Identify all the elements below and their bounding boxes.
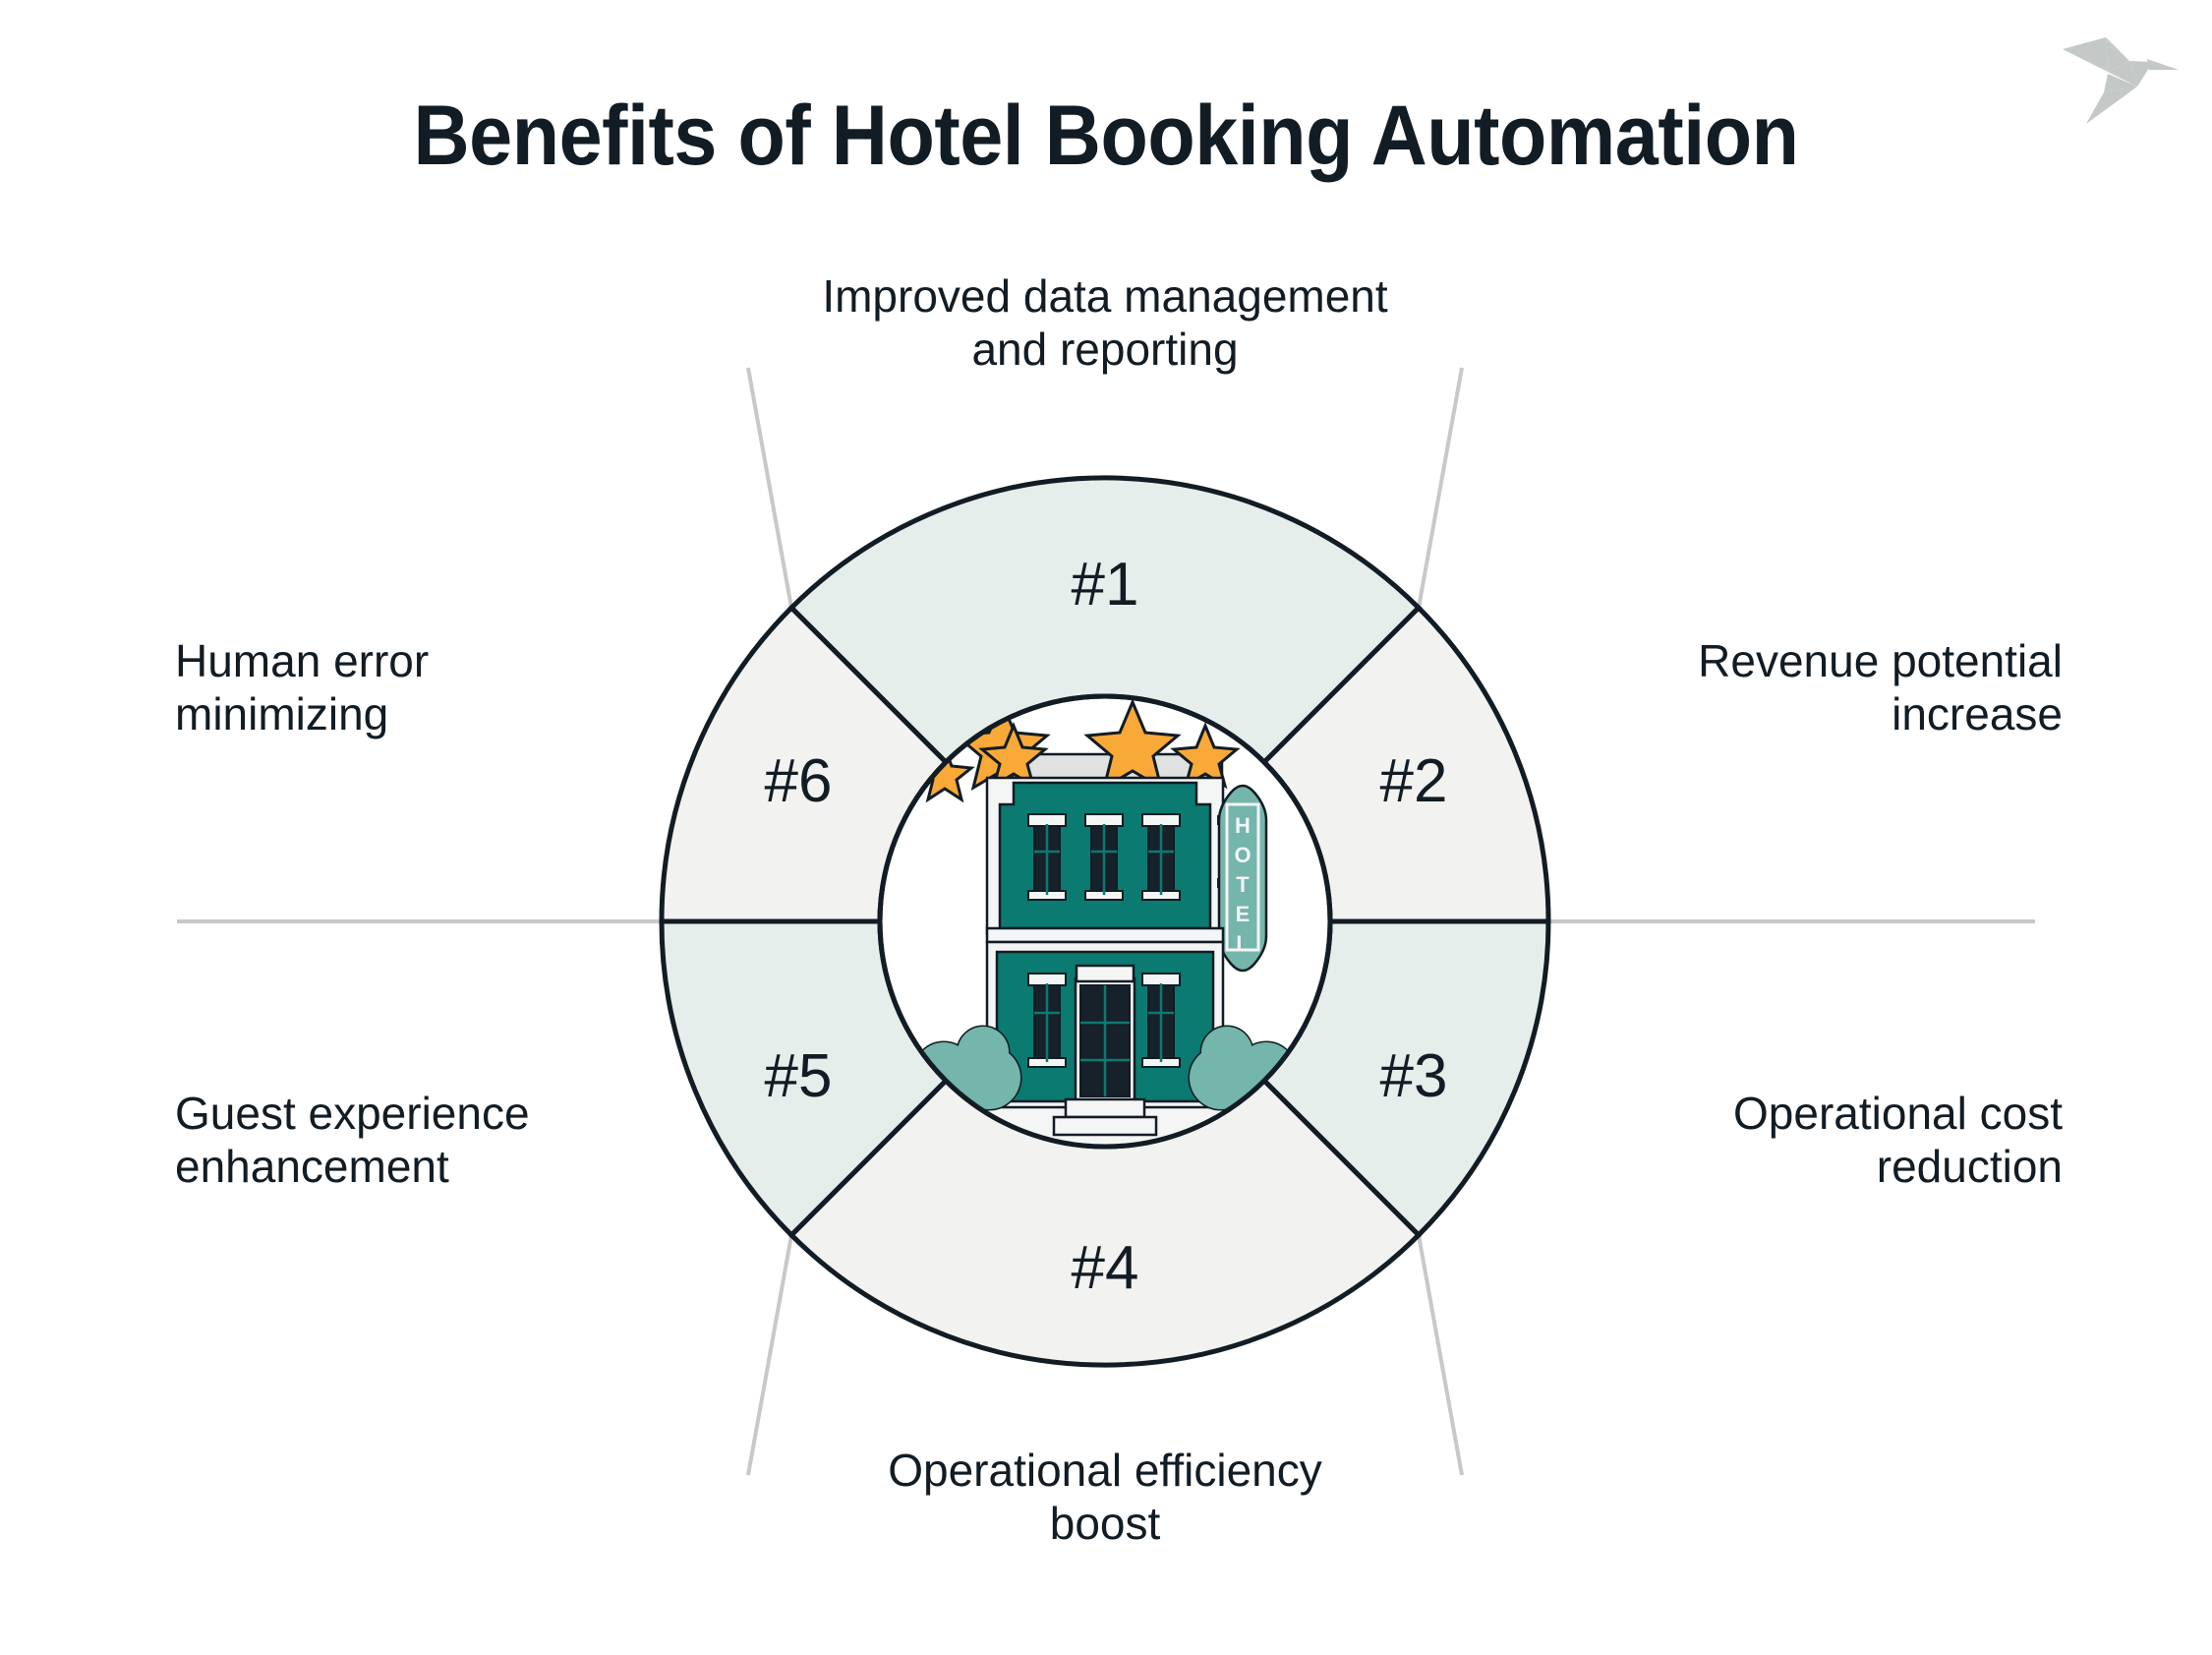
hotel-bush-left (912, 1025, 1022, 1114)
wheel-inner-circle-outline (877, 693, 1333, 1150)
label-human-error-minimizing: Human error minimizing (175, 634, 804, 741)
label-line: and reporting (971, 324, 1239, 376)
label-line: Human error (175, 635, 430, 686)
segment-number-3: #3 (1380, 1042, 1448, 1110)
hotel-sign-letter-l: L (1236, 931, 1249, 956)
connector-lines (177, 367, 2035, 1476)
label-line: boost (1049, 1498, 1161, 1550)
label-line: Guest experience (175, 1088, 530, 1139)
hotel-sign-letter-e: E (1236, 902, 1251, 926)
label-line: Revenue potential (1698, 635, 2063, 686)
label-line: Operational efficiency (888, 1445, 1322, 1496)
origami-bird-logo (2063, 18, 2190, 126)
label-revenue-potential-increase: Revenue potential increase (1433, 634, 2063, 741)
hotel-sign-letter-o: O (1234, 843, 1251, 867)
hotel-rating-stars (914, 698, 1241, 803)
connector-bottom-right-diagonal (1417, 1234, 1464, 1476)
label-line: increase (1892, 688, 2063, 740)
label-guest-experience-enhancement: Guest experience enhancement (175, 1087, 804, 1194)
label-line: enhancement (175, 1141, 449, 1193)
hotel-sign-letter-t: T (1236, 872, 1250, 897)
label-improved-data-management: Improved data management and reporting (553, 269, 1658, 377)
label-line: Improved data management (822, 270, 1388, 322)
hotel-entrance-door (1052, 964, 1158, 1137)
hotel-sign: H O T E L (1217, 784, 1268, 973)
segment-number-2: #2 (1380, 747, 1448, 815)
hotel-lower-windows (1027, 973, 1181, 1068)
segment-number-6: #6 (765, 747, 833, 815)
label-operational-cost-reduction: Operational cost reduction (1433, 1087, 2063, 1194)
page-title: Benefits of Hotel Booking Automation (413, 89, 1799, 183)
segment-number-5: #5 (765, 1042, 833, 1110)
label-line: reduction (1876, 1141, 2063, 1193)
wheel-segment-numbers: #1 #2 #3 #4 #5 #6 (765, 551, 1448, 1302)
segment-number-4: #4 (1072, 1234, 1139, 1302)
connector-bottom-left-diagonal (746, 1234, 793, 1476)
segment-number-1: #1 (1072, 551, 1139, 619)
connector-top-right-diagonal (1417, 367, 1464, 609)
hotel-upper-windows (1027, 813, 1181, 901)
label-line: minimizing (175, 688, 389, 740)
label-operational-efficiency-boost: Operational efficiency boost (553, 1444, 1658, 1551)
label-line: Operational cost (1733, 1088, 2063, 1139)
connector-top-left-diagonal (746, 367, 793, 609)
hotel-sign-letter-h: H (1235, 813, 1251, 838)
